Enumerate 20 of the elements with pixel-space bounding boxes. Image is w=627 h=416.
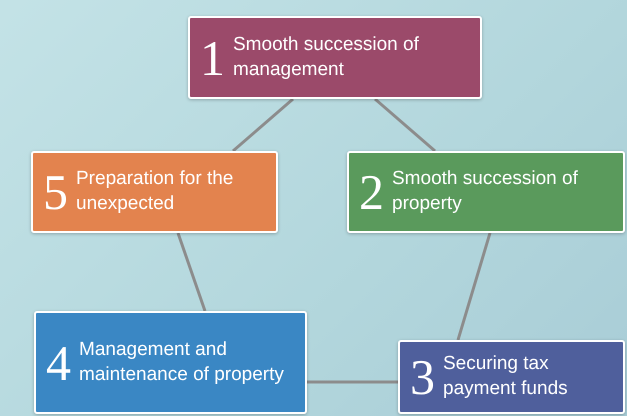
step-label: Securing tax payment funds [443,352,569,401]
step-number: 5 [43,167,68,217]
process-box [347,151,625,233]
step-label: Smooth succession of property [392,167,579,216]
step-number: 3 [410,352,435,402]
process-box [398,340,625,414]
connector-line [232,98,294,152]
step-number: 4 [46,338,71,388]
step-label: Smooth succession of management [233,32,420,82]
step-number: 2 [359,167,384,217]
step-label: Management and maintenance of property [79,338,285,386]
connector-line [374,98,436,152]
process-box [31,151,278,233]
step-number: 1 [200,32,225,82]
connector-line [176,232,206,312]
process-box [34,311,307,414]
connector-line [307,380,398,384]
connector-line [456,232,492,340]
step-label: Preparation for the unexpected [76,167,234,216]
process-box [188,16,482,99]
